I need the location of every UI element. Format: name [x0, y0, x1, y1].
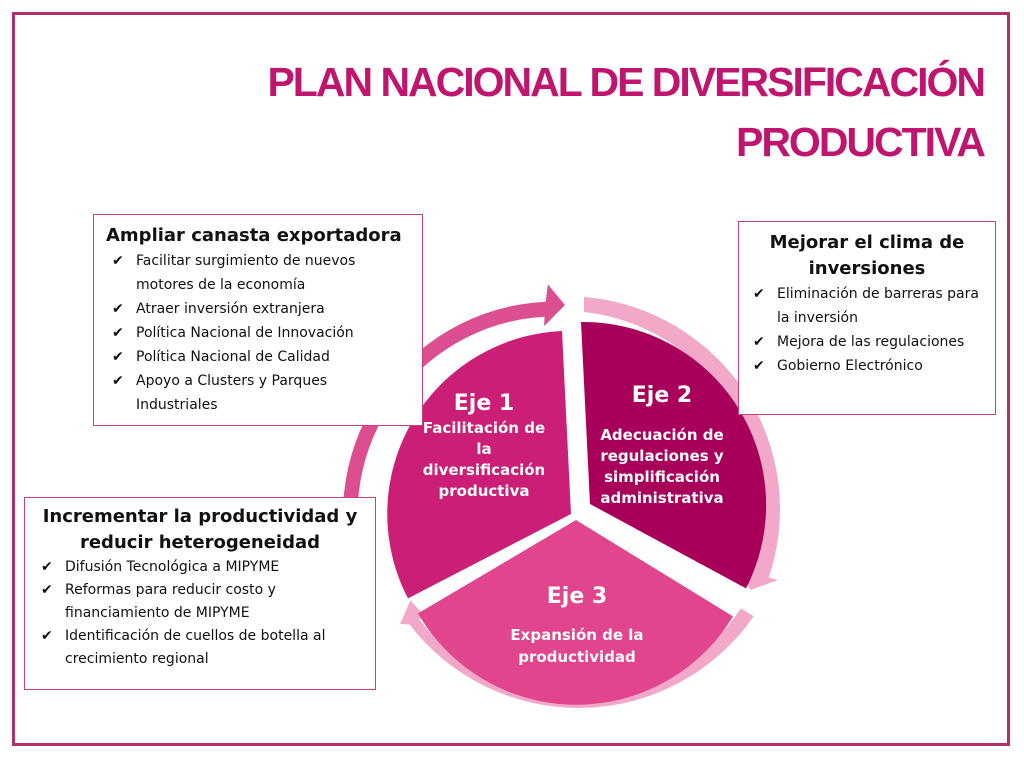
segment-eje3	[418, 520, 733, 705]
eje1-text-line: Facilitación de	[423, 419, 545, 437]
check-list: ✔ Eliminación de barreras para la inversi…	[747, 282, 987, 378]
eje1-text-line: la	[476, 440, 491, 458]
check-icon: ✔	[112, 301, 124, 317]
check-icon: ✔	[41, 582, 53, 598]
slide-title: PLAN NACIONAL DE DIVERSIFICACIÓN PRODUCT…	[184, 52, 986, 172]
eje1-heading: Eje 1	[454, 391, 514, 416]
list-item: ✔ Mejora de las regulaciones	[747, 330, 987, 354]
list-item-text: Difusión Tecnológica a MIPYME	[65, 559, 280, 575]
check-list: ✔ Facilitar surgimiento de nuevos motores…	[106, 249, 410, 417]
list-item: ✔ Política Nacional de Calidad	[106, 345, 410, 369]
check-icon: ✔	[753, 286, 765, 302]
list-item-text: Facilitar surgimiento de nuevos motores …	[136, 253, 356, 293]
check-icon: ✔	[41, 628, 53, 644]
check-list: ✔ Difusión Tecnológica a MIPYME ✔ Reformas…	[35, 556, 365, 671]
eje2-text-line: Adecuación de	[600, 426, 723, 444]
eje2-text-line: administrativa	[600, 489, 723, 507]
list-item: ✔ Difusión Tecnológica a MIPYME	[35, 556, 365, 579]
box-heading: Mejorar el clima de inversiones	[769, 232, 965, 279]
list-item: ✔ Identificación de cuellos de botella al…	[35, 625, 365, 671]
list-item: ✔ Política Nacional de Innovación	[106, 321, 410, 345]
list-item: ✔ Apoyo a Clusters y Parques Industriales	[106, 369, 410, 417]
segment-eje1	[387, 331, 571, 599]
list-item: ✔ Facilitar surgimiento de nuevos motores…	[106, 249, 410, 297]
list-item-text: Atraer inversión extranjera	[136, 301, 325, 317]
eje3-text-line: Expansión de la	[510, 626, 643, 644]
check-icon: ✔	[112, 325, 124, 341]
list-item: ✔ Gobierno Electrónico	[747, 354, 987, 378]
list-item-text: Apoyo a Clusters y Parques Industriales	[136, 373, 328, 413]
list-item-text: Gobierno Electrónico	[777, 358, 923, 374]
title-line-2: PRODUCTIVA	[735, 119, 986, 165]
list-item-text: Política Nacional de Innovación	[136, 325, 354, 341]
list-item-text: Política Nacional de Calidad	[136, 349, 330, 365]
eje1-text-line: diversificación	[423, 461, 545, 479]
list-item-text: Reformas para reducir costo y financiami…	[65, 582, 276, 621]
eje3-heading: Eje 3	[547, 584, 607, 609]
list-item-text: Identificación de cuellos de botella al …	[65, 628, 326, 667]
check-icon: ✔	[753, 334, 765, 350]
eje1-text-line: productiva	[439, 482, 530, 500]
list-item: ✔ Eliminación de barreras para la inversi…	[747, 282, 987, 330]
arc-arrow-eje2	[584, 297, 781, 590]
eje2-heading: Eje 2	[632, 383, 692, 408]
check-icon: ✔	[41, 559, 53, 575]
box-heading: Incrementar la productividad y reducir h…	[42, 506, 358, 553]
list-item-text: Eliminación de barreras para la inversió…	[777, 286, 979, 326]
check-icon: ✔	[753, 358, 765, 374]
check-icon: ✔	[112, 253, 124, 269]
segment-eje2	[581, 321, 767, 589]
eje2-text-line: regulaciones y	[600, 447, 724, 465]
eje3-text-line: productividad	[518, 648, 636, 666]
list-item: ✔ Atraer inversión extranjera	[106, 297, 410, 321]
box-clima-inversiones: Mejorar el clima de inversiones ✔ Elimina…	[738, 221, 996, 415]
eje2-text-line: simplificación	[604, 468, 720, 486]
list-item-text: Mejora de las regulaciones	[777, 334, 965, 350]
arc-arrow-eje1	[342, 284, 565, 592]
check-icon: ✔	[112, 373, 124, 389]
box-ampliar-canasta: Ampliar canasta exportadora ✔ Facilitar s…	[93, 214, 423, 426]
slide-frame	[12, 12, 1010, 746]
box-incrementar-productividad: Incrementar la productividad y reducir h…	[24, 497, 376, 690]
list-item: ✔ Reformas para reducir costo y financiam…	[35, 579, 365, 625]
check-icon: ✔	[112, 349, 124, 365]
title-line-1: PLAN NACIONAL DE DIVERSIFICACIÓN	[267, 59, 986, 105]
box-heading: Ampliar canasta exportadora	[106, 225, 402, 246]
